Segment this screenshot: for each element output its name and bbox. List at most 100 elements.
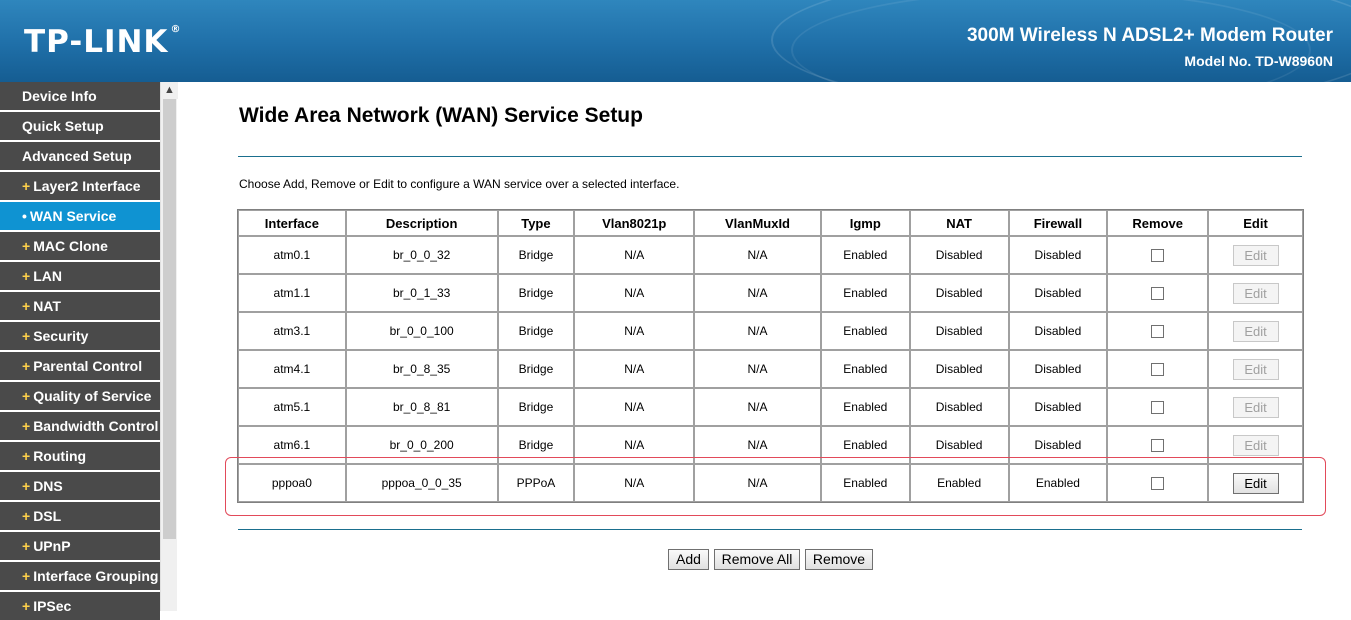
- remove-checkbox[interactable]: [1151, 363, 1165, 377]
- remove-checkbox[interactable]: [1151, 287, 1165, 301]
- cell-firewall: Disabled: [1008, 312, 1108, 350]
- cell-firewall: Enabled: [1008, 464, 1108, 502]
- divider: [238, 156, 1302, 157]
- sidebar-scrollbar[interactable]: ▲: [160, 82, 178, 611]
- cell-type: Bridge: [497, 388, 575, 426]
- cell-interface: pppoa0: [238, 464, 346, 502]
- edit-button[interactable]: Edit: [1232, 472, 1279, 494]
- cell-vlanmuxid: N/A: [694, 274, 821, 312]
- sidebar-item-dns[interactable]: +DNS: [0, 472, 160, 500]
- cell-remove: [1107, 350, 1209, 388]
- bullet-icon: +: [22, 538, 31, 554]
- sidebar-item-lan[interactable]: +LAN: [0, 262, 160, 290]
- bullet-icon: +: [22, 238, 31, 254]
- sidebar-item-parental-control[interactable]: +Parental Control: [0, 352, 160, 380]
- tp-link-logo: TP-LINK®: [24, 24, 182, 60]
- sidebar-item-advanced-setup[interactable]: Advanced Setup: [0, 142, 160, 170]
- instruction-text: Choose Add, Remove or Edit to configure …: [239, 177, 680, 191]
- remove-checkbox[interactable]: [1151, 325, 1165, 339]
- scroll-thumb[interactable]: [163, 99, 176, 539]
- cell-vlan8021p: N/A: [574, 350, 695, 388]
- cell-vlan8021p: N/A: [574, 388, 695, 426]
- scroll-up-arrow-icon[interactable]: ▲: [161, 82, 178, 99]
- cell-description: br_0_0_32: [345, 236, 498, 274]
- bullet-icon: +: [22, 478, 31, 494]
- cell-igmp: Enabled: [820, 312, 910, 350]
- cell-igmp: Enabled: [820, 350, 910, 388]
- remove-all-button[interactable]: Remove All: [714, 549, 800, 570]
- remove-checkbox[interactable]: [1151, 477, 1165, 491]
- sidebar-item-routing[interactable]: +Routing: [0, 442, 160, 470]
- cell-description: br_0_8_35: [345, 350, 498, 388]
- sidebar-item-device-info[interactable]: Device Info: [0, 82, 160, 110]
- cell-edit: Edit: [1208, 464, 1303, 502]
- sidebar-item-quick-setup[interactable]: Quick Setup: [0, 112, 160, 140]
- cell-description: br_0_0_200: [345, 426, 498, 464]
- sidebar-item-wan-service[interactable]: •WAN Service: [0, 202, 160, 230]
- sidebar-item-label: LAN: [33, 268, 62, 284]
- edit-button[interactable]: Edit: [1232, 282, 1279, 304]
- cell-edit: Edit: [1208, 312, 1303, 350]
- column-header-firewall: Firewall: [1008, 210, 1108, 236]
- cell-firewall: Disabled: [1008, 350, 1108, 388]
- edit-button[interactable]: Edit: [1232, 396, 1279, 418]
- cell-igmp: Enabled: [820, 464, 910, 502]
- remove-checkbox[interactable]: [1151, 401, 1165, 415]
- sidebar-item-bandwidth-control[interactable]: +Bandwidth Control: [0, 412, 160, 440]
- remove-button[interactable]: Remove: [805, 549, 873, 570]
- cell-nat: Disabled: [909, 388, 1009, 426]
- sidebar-item-dsl[interactable]: +DSL: [0, 502, 160, 530]
- bullet-icon: +: [22, 178, 31, 194]
- cell-interface: atm6.1: [238, 426, 346, 464]
- cell-type: Bridge: [497, 350, 575, 388]
- sidebar-item-mac-clone[interactable]: +MAC Clone: [0, 232, 160, 260]
- edit-button[interactable]: Edit: [1232, 320, 1279, 342]
- edit-button[interactable]: Edit: [1232, 434, 1279, 456]
- bullet-icon: •: [22, 208, 27, 224]
- sidebar-item-security[interactable]: +Security: [0, 322, 160, 350]
- cell-firewall: Disabled: [1008, 426, 1108, 464]
- sidebar-item-upnp[interactable]: +UPnP: [0, 532, 160, 560]
- divider: [238, 529, 1302, 530]
- cell-vlan8021p: N/A: [574, 236, 695, 274]
- bullet-icon: +: [22, 298, 31, 314]
- cell-edit: Edit: [1208, 274, 1303, 312]
- sidebar-item-label: Quality of Service: [33, 388, 152, 404]
- column-header-edit: Edit: [1208, 210, 1303, 236]
- sidebar-item-label: Parental Control: [33, 358, 143, 374]
- add-button[interactable]: Add: [668, 549, 709, 570]
- sidebar-item-label: Bandwidth Control: [33, 418, 159, 434]
- sidebar-item-label: WAN Service: [29, 208, 117, 224]
- bullet-icon: +: [22, 328, 31, 344]
- cell-remove: [1107, 388, 1209, 426]
- sidebar-item-interface-grouping[interactable]: +Interface Grouping: [0, 562, 160, 590]
- sidebar-item-nat[interactable]: +NAT: [0, 292, 160, 320]
- bullet-icon: +: [22, 268, 31, 284]
- cell-edit: Edit: [1208, 350, 1303, 388]
- remove-checkbox[interactable]: [1151, 439, 1165, 453]
- sidebar-item-layer2-interface[interactable]: +Layer2 Interface: [0, 172, 160, 200]
- edit-button[interactable]: Edit: [1232, 244, 1279, 266]
- cell-vlan8021p: N/A: [574, 312, 695, 350]
- remove-checkbox[interactable]: [1151, 249, 1165, 263]
- cell-igmp: Enabled: [820, 426, 910, 464]
- sidebar-item-label: DSL: [33, 508, 62, 524]
- sidebar-item-label: Interface Grouping: [33, 568, 159, 584]
- edit-button[interactable]: Edit: [1232, 358, 1279, 380]
- cell-edit: Edit: [1208, 388, 1303, 426]
- column-header-vlanmuxid: VlanMuxId: [694, 210, 821, 236]
- cell-igmp: Enabled: [820, 274, 910, 312]
- sidebar-item-quality-of-service[interactable]: +Quality of Service: [0, 382, 160, 410]
- page-title: Wide Area Network (WAN) Service Setup: [239, 104, 643, 127]
- cell-firewall: Disabled: [1008, 274, 1108, 312]
- sidebar-item-label: MAC Clone: [33, 238, 108, 254]
- column-header-nat: NAT: [909, 210, 1009, 236]
- sidebar-item-label: DNS: [33, 478, 63, 494]
- sidebar-item-ipsec[interactable]: +IPSec: [0, 592, 160, 620]
- sidebar-item-label: Device Info: [22, 88, 97, 104]
- bullet-icon: +: [22, 388, 31, 404]
